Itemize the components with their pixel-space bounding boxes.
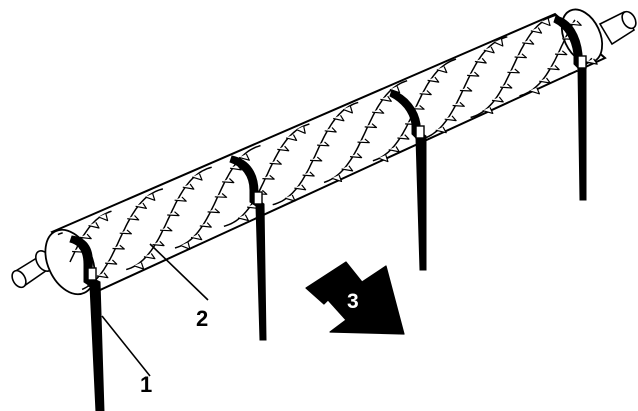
blade-tooth [467, 71, 480, 77]
blade-tooth [262, 174, 275, 180]
blade-tooth [296, 126, 306, 134]
blade-tooth [324, 127, 337, 133]
blade-tooth [182, 183, 195, 190]
blade-tooth [79, 233, 92, 240]
leader-line-1 [101, 315, 151, 377]
blade-edge [272, 101, 359, 206]
blade-tooth [277, 145, 290, 152]
blade-tooth [341, 165, 354, 172]
blade-tooth [112, 244, 125, 250]
reel-body [44, 8, 607, 296]
blade-tooth [342, 106, 353, 114]
blade-tooth [357, 138, 370, 144]
blade-tooth [483, 46, 495, 54]
strap-4 [553, 15, 587, 201]
blade-tooth [237, 214, 249, 222]
blade-tooth [539, 77, 551, 84]
blade-tooth [309, 156, 323, 162]
blade-tooth [514, 53, 527, 59]
blade-tooth [96, 272, 109, 279]
blade-tooth [482, 107, 494, 114]
blade-tooth [459, 86, 473, 92]
blade-tooth [507, 68, 520, 74]
blade-tooth [284, 194, 296, 202]
blade-tooth [554, 50, 568, 56]
blade-tooth [145, 193, 156, 201]
strap-3 [389, 89, 427, 271]
right-shaft-end [598, 10, 637, 46]
blade-tooth [452, 101, 465, 107]
blade-tooth [127, 215, 140, 221]
blade-tooth [333, 114, 345, 122]
blade-tooth [530, 27, 543, 34]
blade-tooth [192, 173, 203, 181]
blade-tooth [491, 96, 504, 103]
blade-tooth [364, 123, 378, 129]
blade-tooth [143, 253, 156, 260]
blade-tooth [412, 104, 425, 110]
blade-tooth [419, 90, 432, 96]
blade-tooth [302, 171, 315, 177]
blade-tooth [529, 87, 540, 95]
blade-tooth [397, 134, 410, 140]
blade-tooth [294, 184, 307, 191]
blade-tooth [98, 213, 109, 222]
blade-tooth [222, 178, 235, 184]
blade-tooth [349, 152, 363, 159]
blade-tooth [427, 76, 440, 83]
blade-tooth [238, 153, 250, 161]
blade-tooth [540, 18, 551, 27]
blade-tooth [207, 208, 220, 214]
blade-tooth [105, 259, 118, 265]
blade-tooth [119, 229, 132, 235]
blade-tooth [500, 83, 513, 89]
blade-tooth [174, 196, 187, 202]
blade-edge [57, 232, 63, 236]
blade-edge [470, 14, 557, 119]
blade-tooth [435, 126, 447, 134]
blade-tooth [378, 154, 389, 163]
blade-tooth [372, 108, 385, 114]
blade-tooth [133, 262, 145, 270]
blade-tooth [380, 95, 392, 102]
blade-tooth [522, 39, 535, 45]
blade-tooth [285, 134, 298, 141]
blade-tooth [269, 159, 282, 165]
blade-tooth [436, 66, 448, 74]
blade-tooth [586, 58, 598, 65]
blade-tooth [331, 174, 343, 182]
blade-edge [323, 79, 408, 184]
blade-edge [81, 188, 164, 291]
blade-tooth [152, 240, 165, 247]
blade-tooth [180, 242, 191, 250]
strap-2 [229, 155, 267, 341]
blade-tooth [159, 226, 173, 232]
blade-tooth [317, 141, 330, 147]
blade-tooth [444, 115, 457, 122]
blade-tooth [569, 20, 582, 26]
strap-1 [69, 235, 105, 411]
blade-tooth [493, 38, 504, 47]
blade-tooth [199, 222, 212, 228]
blade-tooth [88, 222, 100, 229]
blade-tooth [547, 64, 560, 71]
blade-tooth [214, 193, 228, 198]
blade-tooth [474, 57, 487, 64]
leader-line-2 [149, 243, 209, 301]
callout-1: 1 [140, 372, 152, 397]
blade-tooth [135, 202, 147, 209]
callout-3: 3 [347, 290, 359, 313]
callout-2: 2 [196, 306, 208, 331]
blade-tooth [388, 146, 400, 153]
direction-arrow: 3 [305, 261, 405, 335]
blade-tooth [167, 211, 180, 217]
blade-tooth [190, 233, 203, 241]
